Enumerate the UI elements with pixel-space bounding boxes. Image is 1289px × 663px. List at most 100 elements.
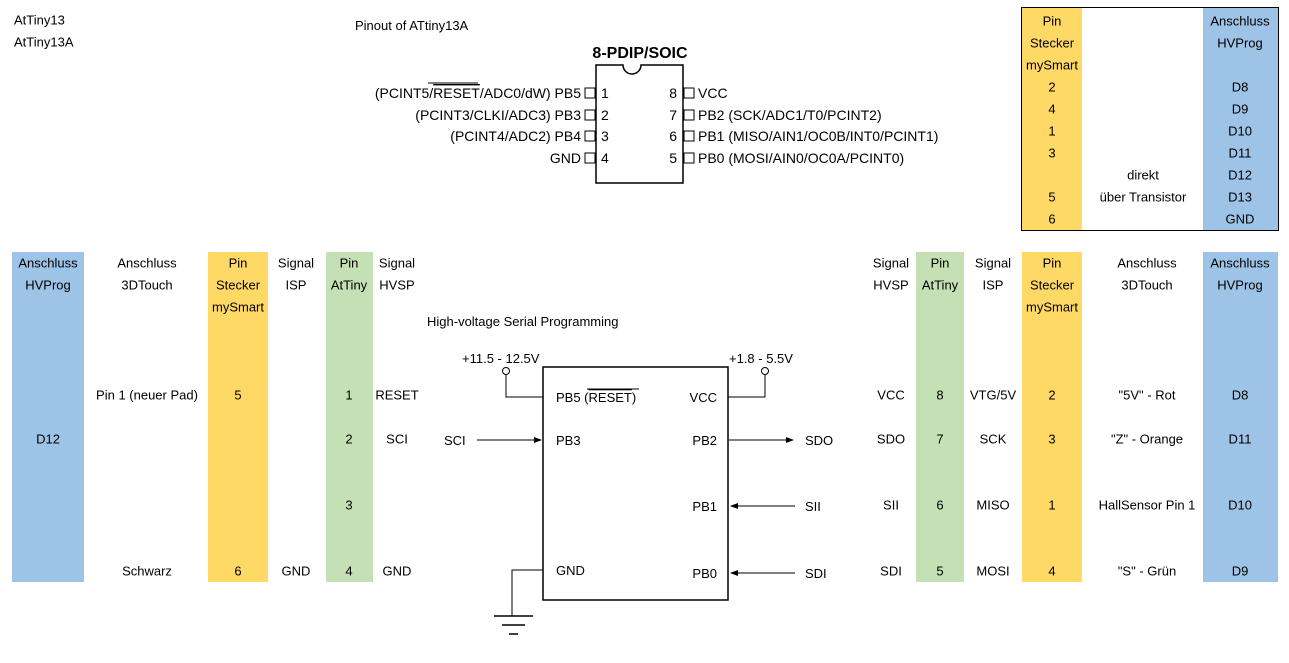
- column-header: Signal: [378, 255, 416, 271]
- gnd-label: GND: [556, 563, 585, 578]
- table-cell: 3: [1048, 431, 1056, 447]
- column-header: Pin: [1042, 13, 1062, 29]
- vcc-terminal: [761, 367, 769, 375]
- pb2-label: PB2: [692, 433, 717, 448]
- pin-pad: [584, 87, 596, 99]
- column-header: mySmart: [212, 299, 264, 315]
- pin-label-part: GND: [550, 150, 581, 166]
- table-cell: 5: [1048, 189, 1056, 205]
- table-cell: D8: [1231, 79, 1249, 95]
- table-cell: 4: [1048, 563, 1056, 579]
- pin-pad: [584, 109, 596, 121]
- column-header: Anschluss: [18, 255, 78, 271]
- table-cell: D12: [1228, 167, 1252, 183]
- table-cell: 7: [936, 431, 944, 447]
- pin-number: 1: [601, 85, 609, 101]
- vcc-label: VCC: [690, 390, 717, 405]
- device-label: AtTiny13A: [14, 34, 74, 50]
- table-cell: D12: [36, 431, 60, 447]
- table-cell: SII: [883, 497, 899, 513]
- table-cell: direkt: [1127, 167, 1159, 183]
- pin-number: 7: [669, 107, 677, 123]
- table-cell: 5: [936, 563, 944, 579]
- column-header: ISP: [982, 277, 1004, 293]
- vcc-voltage: +1.8 - 5.5V: [729, 351, 793, 366]
- table-cell: 2: [1048, 79, 1056, 95]
- column-hvprog: [1203, 252, 1278, 582]
- table-cell: "Z" - Orange: [1110, 431, 1184, 447]
- sii-signal: SII: [805, 499, 821, 514]
- table-cell: D9: [1231, 563, 1249, 579]
- sdi-signal: SDI: [805, 566, 827, 581]
- reset-label: RESET: [589, 390, 632, 405]
- table-cell: RESET: [375, 387, 419, 403]
- column-header: Pin: [1042, 255, 1062, 271]
- pin-label: VCC: [698, 85, 728, 101]
- table-cell: 1: [1048, 123, 1056, 139]
- hvsp-ic-body: [542, 366, 729, 601]
- table-cell: SCK: [979, 431, 1007, 447]
- pb0-label: PB0: [692, 566, 717, 581]
- table-cell: 6: [234, 563, 242, 579]
- table-cell: "5V" - Rot: [1118, 387, 1176, 403]
- ground-symbol-icon: [494, 615, 533, 635]
- pb1-label: PB1: [692, 499, 717, 514]
- pin-number: 6: [669, 128, 677, 144]
- column-stecker: [208, 252, 268, 582]
- svg-text:PB5 (RESET): PB5 (RESET): [556, 390, 636, 405]
- column-header: 3DTouch: [1121, 277, 1173, 293]
- package-name: 8-PDIP/SOIC: [592, 45, 688, 62]
- column-header: Stecker: [1029, 277, 1075, 293]
- column-header: Pin: [339, 255, 359, 271]
- pin-number: 8: [669, 85, 677, 101]
- pin-label-part: (PCINT3/CLKI/ADC3) PB3: [415, 107, 581, 123]
- pin-pad: [683, 130, 695, 142]
- pinout-title: Pinout of ATtiny13A: [355, 18, 469, 33]
- table-cell: GND: [1225, 211, 1255, 227]
- column-header: Stecker: [215, 277, 261, 293]
- table-cell: Pin 1 (neuer Pad): [96, 387, 198, 403]
- gnd-wire: [511, 569, 543, 616]
- table-cell: 8: [936, 387, 944, 403]
- table-cell: D11: [1228, 431, 1252, 447]
- table-cell: 6: [1048, 211, 1056, 227]
- pb5-label: PB5 (: [556, 390, 589, 405]
- table-cell: D8: [1231, 387, 1249, 403]
- table-cell: 1: [345, 387, 353, 403]
- pin-number: 3: [601, 128, 609, 144]
- table-cell: 2: [345, 431, 353, 447]
- column-header: Anschluss: [1210, 255, 1270, 271]
- table-cell: "S" - Grün: [1117, 563, 1177, 579]
- reset-overline-label: RESET: [433, 85, 480, 101]
- table-cell: 3: [1048, 145, 1056, 161]
- column-header: HVSP: [873, 277, 909, 293]
- pin-number: 5: [669, 150, 677, 166]
- reset-terminal: [502, 367, 510, 375]
- column-hvprog: [12, 252, 84, 582]
- table-cell: 4: [1048, 101, 1056, 117]
- table-cell: 6: [936, 497, 944, 513]
- table-cell: D11: [1228, 145, 1252, 161]
- reset-voltage: +11.5 - 12.5V: [462, 351, 540, 366]
- hvsp-title: High-voltage Serial Programming: [427, 314, 618, 329]
- table-cell: 5: [234, 387, 242, 403]
- column-attiny: [916, 252, 964, 582]
- pin-pad: [683, 109, 695, 121]
- pin-pad: [584, 130, 596, 142]
- table-cell: D10: [1228, 497, 1252, 513]
- vcc-wire: [728, 375, 766, 398]
- table-cell: HallSensor Pin 1: [1098, 497, 1196, 513]
- pin-number: 2: [601, 107, 609, 123]
- table-cell: 4: [345, 563, 353, 579]
- pin-label-part: (PCINT5/: [375, 85, 433, 101]
- column-pin-stecker: [1022, 8, 1082, 230]
- column-header: Anschluss: [1117, 255, 1177, 271]
- table-cell: MISO: [976, 497, 1010, 513]
- table-cell: Schwarz: [122, 563, 172, 579]
- table-cell: GND: [382, 563, 412, 579]
- table-cell: GND: [281, 563, 311, 579]
- column-stecker: [1022, 252, 1082, 582]
- column-header: Anschluss: [117, 255, 177, 271]
